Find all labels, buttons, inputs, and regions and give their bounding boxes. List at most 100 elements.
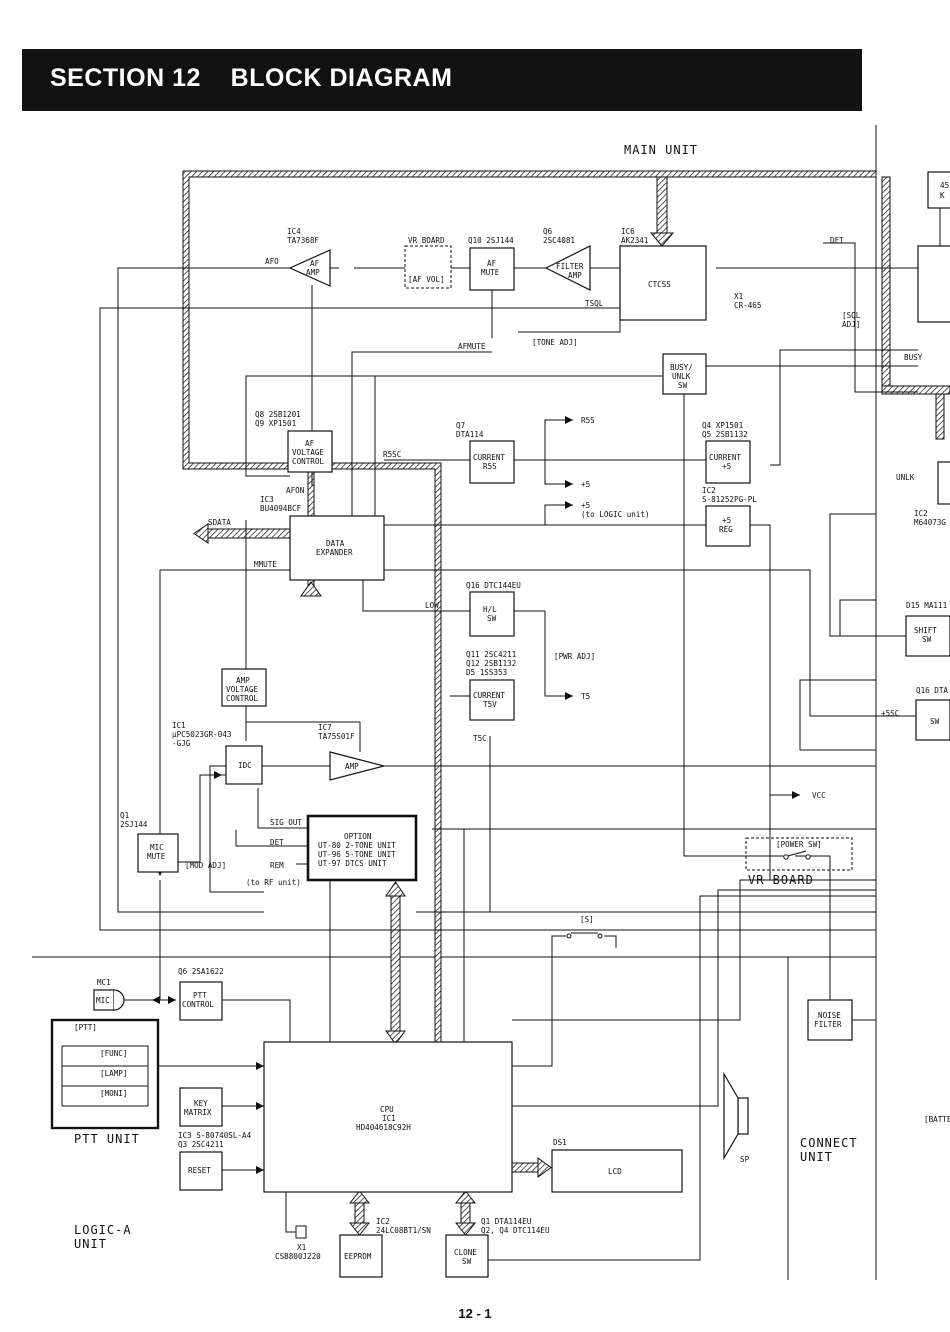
svg-text:R5SC: R5SC xyxy=(383,450,401,459)
svg-text:VOLTAGE: VOLTAGE xyxy=(226,685,258,694)
sdata-bus xyxy=(207,528,291,539)
svg-text:45: 45 xyxy=(940,181,949,190)
svg-text:VR BOARD: VR BOARD xyxy=(408,236,445,245)
svg-text:Q6 2SA1622: Q6 2SA1622 xyxy=(178,967,224,976)
svg-text:UNLK: UNLK xyxy=(896,473,915,482)
svg-text:AF: AF xyxy=(305,439,315,448)
svg-text:TA75S01F: TA75S01F xyxy=(318,732,355,741)
svg-text:CONNECT: CONNECT xyxy=(800,1136,858,1150)
svg-text:+5: +5 xyxy=(581,480,590,489)
svg-text:IC3 S-80740SL-A4: IC3 S-80740SL-A4 xyxy=(178,1131,252,1140)
svg-text:DS1: DS1 xyxy=(553,1138,567,1147)
svg-text:HD404618C92H: HD404618C92H xyxy=(356,1123,411,1132)
svg-text:CLONE: CLONE xyxy=(454,1248,477,1257)
svg-text:MUTE: MUTE xyxy=(481,268,500,277)
svg-text:CURRENT: CURRENT xyxy=(709,453,741,462)
svg-text:IC3: IC3 xyxy=(260,495,274,504)
mic-mute-block: MIC MUTE Q1 2SJ144 xyxy=(120,811,179,873)
current-t5v-block: CURRENT T5V Q11 2SC4211 Q12 2SB1132 D5 1… xyxy=(466,650,517,721)
svg-text:MMUTE: MMUTE xyxy=(254,560,277,569)
svg-text:SW: SW xyxy=(487,614,497,623)
ctcss-block: CTCSS IC6 AK2341 X1 CR-465 xyxy=(619,227,761,321)
svg-text:+5: +5 xyxy=(722,462,731,471)
speaker: SP xyxy=(723,1071,750,1164)
clone-bus-arrow-down xyxy=(454,1222,477,1236)
ptt-unit-box: [PTT] [FUNC] [LAMP] [MONI] xyxy=(50,1018,160,1130)
svg-text:SIG OUT: SIG OUT xyxy=(270,818,302,827)
svg-text:+5SC: +5SC xyxy=(881,709,899,718)
svg-text:RESET: RESET xyxy=(188,1166,211,1175)
svg-text:SP: SP xyxy=(740,1155,750,1164)
svg-text:CTCSS: CTCSS xyxy=(648,280,671,289)
svg-text:CR-465: CR-465 xyxy=(734,301,761,310)
option-bus-arrow-up xyxy=(385,881,406,897)
svg-text:AF: AF xyxy=(487,259,497,268)
amp-block: AMP IC7 TA75S01F xyxy=(318,723,387,781)
svg-text:FILTER: FILTER xyxy=(556,262,584,271)
svg-text:TA7368F: TA7368F xyxy=(287,236,319,245)
idc-block: IDC IC1 μPC5023GR-043 -GJG xyxy=(172,721,263,785)
svg-text:[S]: [S] xyxy=(580,915,594,924)
svg-text:CSB800J220: CSB800J220 xyxy=(275,1252,321,1261)
svg-text:[MOD ADJ]: [MOD ADJ] xyxy=(185,861,226,870)
svg-text:T5C: T5C xyxy=(473,734,487,743)
svg-text:(to RF unit): (to RF unit) xyxy=(246,878,301,887)
svg-text:VR BOARD: VR BOARD xyxy=(748,873,814,887)
power-switch: [POWER SW] xyxy=(745,837,853,871)
bus-arrow-expander xyxy=(300,581,322,597)
svg-text:BUSY/: BUSY/ xyxy=(670,363,693,372)
eeprom-bus-arrow-down xyxy=(348,1222,371,1236)
svg-text:UNIT: UNIT xyxy=(800,1150,833,1164)
mic-element: MIC MC1 xyxy=(93,978,125,1011)
svg-text:2SJ144: 2SJ144 xyxy=(120,820,148,829)
hl-sw-block: H/L SW Q16 DTC144EU xyxy=(466,581,521,637)
svg-text:Q7: Q7 xyxy=(456,421,465,430)
svg-text:T5V: T5V xyxy=(483,700,497,709)
svg-text:IC6: IC6 xyxy=(621,227,635,236)
svg-text:[LAMP]: [LAMP] xyxy=(100,1069,127,1078)
svg-text:MUTE: MUTE xyxy=(147,852,166,861)
lcd-block: LCD DS1 xyxy=(551,1138,683,1193)
svg-text:R5S: R5S xyxy=(581,416,595,425)
signal-labels: AFO DET TSQL [SQL ADJ] BUSY AFMUTE [TONE… xyxy=(185,236,950,1124)
svg-text:TSQL: TSQL xyxy=(585,299,604,308)
svg-text:EXPANDER: EXPANDER xyxy=(316,548,353,557)
svg-text:IC2: IC2 xyxy=(376,1217,390,1226)
svg-text:Q6: Q6 xyxy=(543,227,553,236)
svg-text:T5: T5 xyxy=(581,692,590,701)
bus-right-down xyxy=(881,176,891,393)
eeprom-block: EEPROM IC2 24LC08BT1/SN xyxy=(339,1217,431,1278)
section-title: SECTION 12 BLOCK DIAGRAM xyxy=(50,64,453,92)
svg-text:M64073G: M64073G xyxy=(914,518,946,527)
svg-text:Q16 DTA: Q16 DTA xyxy=(916,686,948,695)
svg-text:+5: +5 xyxy=(581,501,590,510)
cpu-block: CPU IC1 HD404618C92H xyxy=(263,1041,513,1193)
filter-amp-block: FILTER AMP Q6 2SC4081 xyxy=(543,227,591,291)
svg-text:24LC08BT1/SN: 24LC08BT1/SN xyxy=(376,1226,431,1235)
svg-text:[SQL: [SQL xyxy=(842,311,861,320)
svg-text:D15 MA111: D15 MA111 xyxy=(906,601,948,610)
svg-text:X1: X1 xyxy=(734,292,744,301)
svg-text:BUSY: BUSY xyxy=(904,353,923,362)
svg-text:H/L: H/L xyxy=(483,605,497,614)
svg-text:AFMUTE: AFMUTE xyxy=(458,342,486,351)
svg-text:(to LOGIC unit): (to LOGIC unit) xyxy=(581,510,650,519)
svg-text:KEY: KEY xyxy=(194,1099,208,1108)
svg-text:Q16 DTC144EU: Q16 DTC144EU xyxy=(466,581,521,590)
svg-text:BU4094BCF: BU4094BCF xyxy=(260,504,302,513)
data-bus-top xyxy=(182,170,877,1047)
svg-text:2SC4081: 2SC4081 xyxy=(543,236,575,245)
svg-text:MIC: MIC xyxy=(150,843,164,852)
svg-text:IC7: IC7 xyxy=(318,723,332,732)
svg-text:MC1: MC1 xyxy=(97,978,111,987)
page-number: 12 - 1 xyxy=(458,1306,492,1321)
svg-text:CURRENT: CURRENT xyxy=(473,453,505,462)
sw-5sc-block: SW Q16 DTA xyxy=(915,686,950,741)
svg-text:IDC: IDC xyxy=(238,761,252,770)
svg-text:REG: REG xyxy=(719,525,733,534)
svg-text:CURRENT: CURRENT xyxy=(473,691,505,700)
svg-text:S-81252PG-PL: S-81252PG-PL xyxy=(702,495,757,504)
svg-text:DET: DET xyxy=(830,236,844,245)
svg-text:LOW: LOW xyxy=(425,601,439,610)
